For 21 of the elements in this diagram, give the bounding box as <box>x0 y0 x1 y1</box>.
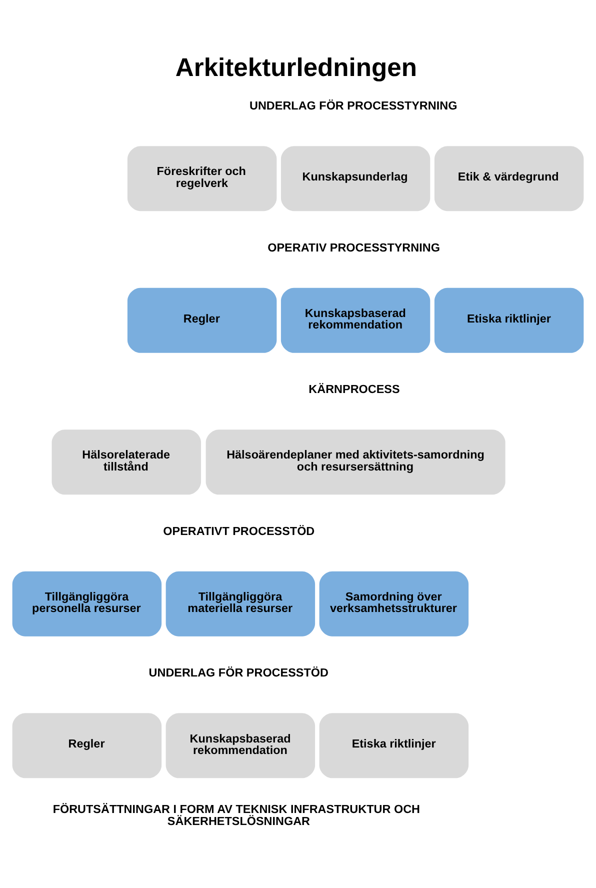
label: FÖRUTSÄTTNINGAR I FORM AV TEKNISK INFRASTRUKTUR OCH SÄKERHETSLÖSNINGAR <box>52 803 420 828</box>
node-box: Hälsoärendeplaner med aktivitets-samordning och resursersättning <box>206 430 506 495</box>
node-box: Regler <box>12 713 162 778</box>
node-box: Samordning över verksamhetsstrukturer <box>319 571 469 636</box>
node-box: Kunskapsunderlag <box>280 146 430 212</box>
label: UNDERLAG FÖR PROCESSTÖD <box>148 666 328 680</box>
node-box: Tillgängliggöra materiella resurser <box>166 571 316 636</box>
node-box: Etiska riktlinjer <box>434 288 584 353</box>
node-box: Kunskapsbaserad rekommendation <box>166 713 316 778</box>
label: KÄRNPROCESS <box>308 383 400 396</box>
label: OPERATIV PROCESSTYRNING <box>268 241 440 254</box>
label: OPERATIVT PROCESSTÖD <box>163 524 315 538</box>
node-box: Regler <box>127 288 277 353</box>
node-box: Kunskapsbaserad rekommendation <box>280 288 430 353</box>
node-box: Föreskrifter och regelverk <box>127 146 277 212</box>
node-box: Etiska riktlinjer <box>319 713 469 778</box>
node-box: Hälsorelaterade tillstånd <box>52 430 201 495</box>
label: UNDERLAG FÖR PROCESSTYRNING <box>250 100 458 113</box>
diagram-title: Arkitekturledningen <box>175 54 418 82</box>
node-box: Tillgängliggöra personella resurser <box>12 571 162 636</box>
node-box: Etik & värdegrund <box>434 146 584 212</box>
